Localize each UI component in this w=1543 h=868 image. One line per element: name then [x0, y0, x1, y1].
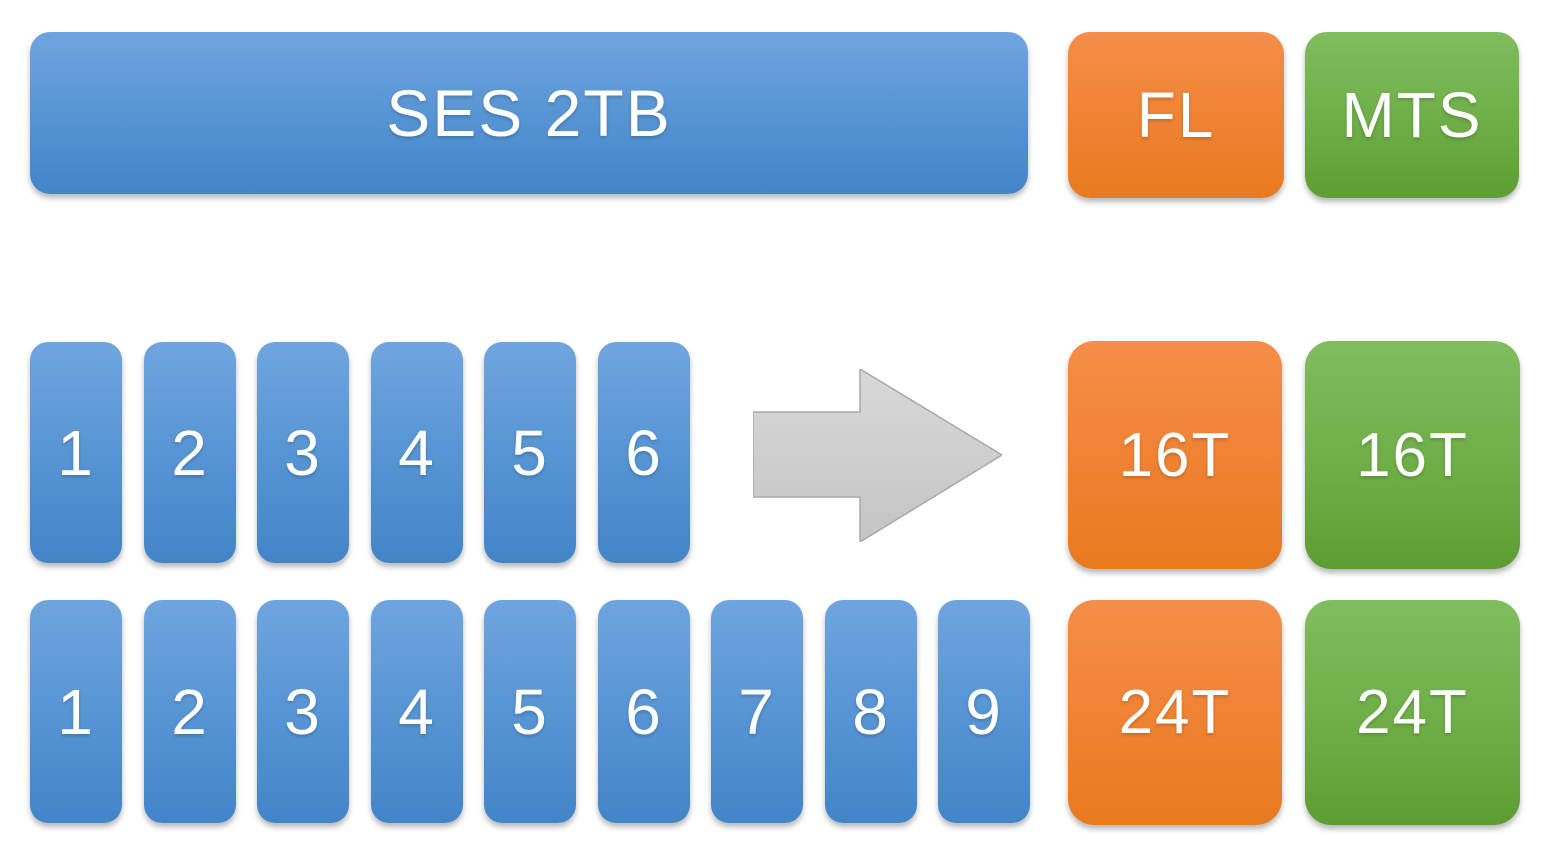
right-arrow-icon	[752, 367, 1004, 544]
tape-slot-a2: 2	[144, 342, 236, 563]
tape-slot-b1: 1	[30, 600, 122, 823]
tape-slot-a6: 6	[598, 342, 690, 563]
tape-slot-a5: 5	[484, 342, 576, 563]
tape-slot-b6: 6	[598, 600, 690, 823]
tape-slot-b5: 5	[484, 600, 576, 823]
ses-2tb-box: SES 2TB	[30, 32, 1028, 194]
tape-slot-b3: 3	[257, 600, 349, 823]
tape-slot-a3: 3	[257, 342, 349, 563]
mts-capacity-16t-box: 16T	[1305, 341, 1520, 569]
mts-capacity-24t-box: 24T	[1305, 600, 1520, 825]
tape-slot-b2: 2	[144, 600, 236, 823]
tape-slot-b7: 7	[711, 600, 803, 823]
fl-header-box: FL	[1068, 32, 1284, 198]
tape-slot-b4: 4	[371, 600, 463, 823]
mts-header-box: MTS	[1305, 32, 1519, 198]
fl-capacity-16t-box: 16T	[1068, 341, 1282, 569]
fl-capacity-24t-box: 24T	[1068, 600, 1282, 825]
tape-slot-b9: 9	[938, 600, 1030, 823]
tape-slot-a1: 1	[30, 342, 122, 563]
tape-slot-b8: 8	[825, 600, 917, 823]
tape-slot-a4: 4	[371, 342, 463, 563]
